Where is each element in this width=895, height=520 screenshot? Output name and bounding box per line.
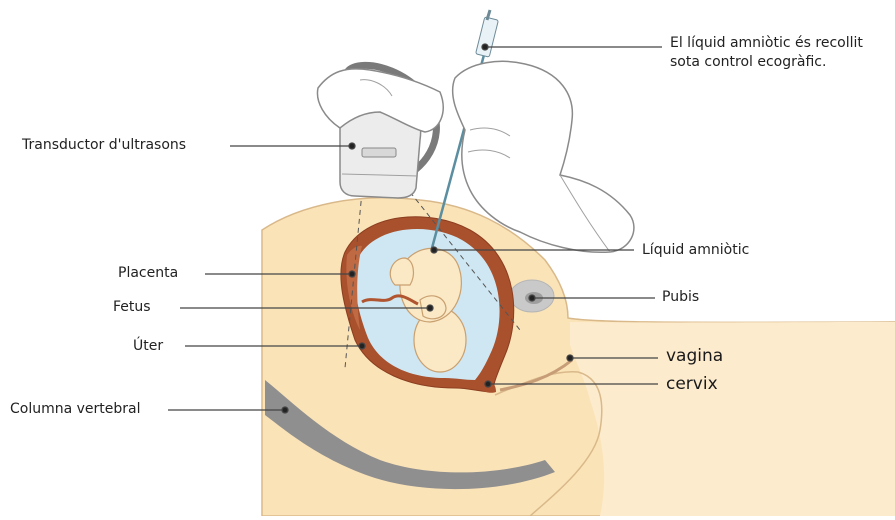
label-uterus: Úter — [133, 339, 163, 353]
label-amniotic-collection-line2: sota control ecogràfic. — [670, 54, 826, 70]
label-transducer: Transductor d'ultrasons — [22, 138, 186, 152]
label-amniotic-fluid: Líquid amniòtic — [642, 243, 749, 257]
leg-shade — [570, 322, 895, 516]
label-amniotic-collection: El líquid amniòtic és recollit sota cont… — [670, 34, 863, 72]
label-pubis: Pubis — [662, 290, 699, 304]
label-amniotic-collection-line1: El líquid amniòtic és recollit — [670, 35, 863, 51]
label-cervix: cervix — [666, 376, 718, 393]
transducer-window — [362, 148, 396, 157]
label-placenta: Placenta — [118, 266, 178, 280]
label-fetus: Fetus — [113, 300, 151, 314]
syringe-barrel — [476, 17, 499, 57]
label-spine: Columna vertebral — [10, 402, 141, 416]
label-vagina: vagina — [666, 348, 723, 365]
